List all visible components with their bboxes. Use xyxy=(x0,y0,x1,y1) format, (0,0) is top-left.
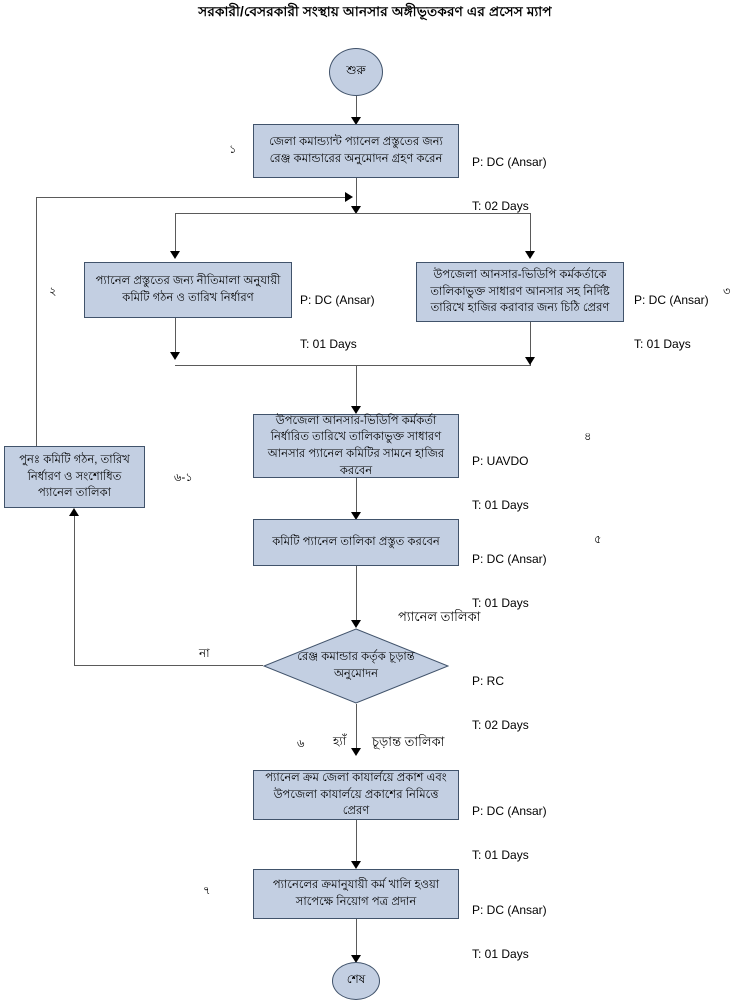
annotation-step3-performer: P: DC (Ansar) xyxy=(634,293,709,308)
annotation-step6: P: DC (Ansar) T: 01 Days xyxy=(472,775,547,892)
connector-no-path-horizontal xyxy=(74,665,263,666)
annotation-step2-time: T: 01 Days xyxy=(300,337,357,352)
note-final-list: চূড়ান্ত তালিকা xyxy=(372,734,445,749)
annotation-step1: P: DC (Ansar) T: 02 Days xyxy=(472,126,547,243)
annotation-decision-performer: P: RC xyxy=(472,674,505,689)
arrowhead-merge-left xyxy=(170,352,180,360)
connector-step1-down xyxy=(356,178,357,210)
node-decision-label: রেঞ্জ কমান্ডার কর্তৃক চূড়ান্ত অনুমোদন xyxy=(297,651,415,680)
node-end-label: শেষ xyxy=(346,972,366,986)
connector-no-path-riser xyxy=(74,516,75,666)
node-end[interactable]: শেষ xyxy=(332,962,380,1000)
node-start[interactable]: শুরু xyxy=(329,48,383,96)
node-decision[interactable]: রেঞ্জ কমান্ডার কর্তৃক চূড়ান্ত অনুমোদন xyxy=(263,628,449,704)
arrowhead-into-step3 xyxy=(525,251,535,259)
node-step1[interactable]: জেলা কমান্ড্যান্ট প্যানেল প্রস্তুতের জন্… xyxy=(253,124,459,178)
annotation-decision: P: RC T: 02 Days xyxy=(472,645,529,762)
node-step4[interactable]: উপজেলা আনসার-ভিডিপি কর্মকর্তা নির্ধারিত … xyxy=(253,414,459,478)
arrowhead-into-step4 xyxy=(351,406,361,414)
step-number-1: ১ xyxy=(229,144,237,156)
annotation-step1-performer: P: DC (Ansar) xyxy=(472,155,547,170)
annotation-step4-performer: P: UAVDO xyxy=(472,454,529,469)
connector-start-to-step1 xyxy=(356,96,357,121)
step-number-7: ৭ xyxy=(203,885,211,897)
node-step3[interactable]: উপজেলা আনসার-ভিডিপি কর্মকর্তাকে তালিকাভু… xyxy=(416,262,624,322)
diamond-shape xyxy=(263,628,449,704)
node-step5-label: কমিটি প্যানেল তালিকা প্রস্তুত করবেন xyxy=(272,536,440,549)
node-step7-label: প্যানেলের ক্রমানুযায়ী কর্ম খালি হওয়া স… xyxy=(272,879,440,908)
arrowhead-into-end xyxy=(351,955,361,963)
arrowhead-into-step6 xyxy=(351,748,361,756)
edge-label-yes: হ্যাঁ xyxy=(333,734,347,748)
arrowhead-into-step2 xyxy=(170,251,180,259)
arrowhead-into-decision xyxy=(351,620,361,628)
node-step6[interactable]: প্যানেল ক্রম জেলা কাযার্লয়ে প্রকাশ এবং … xyxy=(253,770,459,820)
annotation-step4-time: T: 01 Days xyxy=(472,498,529,513)
connector-bus-to-step2 xyxy=(175,213,176,255)
connector-step5-to-decision xyxy=(356,566,357,624)
annotation-decision-time: T: 02 Days xyxy=(472,718,529,733)
annotation-step5-time: T: 01 Days xyxy=(472,596,529,611)
annotation-step7: P: DC (Ansar) T: 01 Days xyxy=(472,874,547,991)
node-rework[interactable]: পুনঃ কমিটি গঠন, তারিখ নির্ধারণ ও সংশোধিত… xyxy=(4,446,145,508)
step-number-6: ৬ xyxy=(297,738,305,750)
node-step7[interactable]: প্যানেলের ক্রমানুযায়ী কর্ম খালি হওয়া স… xyxy=(253,869,459,919)
connector-rework-riser xyxy=(36,197,37,446)
arrowhead-rework-return xyxy=(345,192,353,202)
annotation-step2-performer: P: DC (Ansar) xyxy=(300,293,375,308)
node-step6-label: প্যানেল ক্রম জেলা কাযার্লয়ে প্রকাশ এবং … xyxy=(265,772,447,818)
arrowhead-split-bus xyxy=(351,206,361,214)
connector-decision-yes xyxy=(356,704,357,754)
node-step1-label: জেলা কমান্ড্যান্ট প্যানেল প্রস্তুতের জন্… xyxy=(269,136,443,165)
annotation-step3-time: T: 01 Days xyxy=(634,337,691,352)
step-number-5: ৫ xyxy=(594,534,602,546)
step-number-6-1: ৬-১ xyxy=(174,472,193,484)
arrowhead-merge-right xyxy=(525,357,535,365)
note-panel-list: প্যানেল তালিকা xyxy=(398,609,481,624)
annotation-step6-time: T: 01 Days xyxy=(472,848,529,863)
arrowhead-into-step5 xyxy=(351,512,361,520)
arrowhead-into-step7 xyxy=(351,861,361,869)
annotation-step5: P: DC (Ansar) T: 01 Days xyxy=(472,523,547,640)
page-title: সরকারী/বেসরকারী সংস্থায় আনসার অঙ্গীভূতক… xyxy=(198,4,552,19)
connector-merge-to-step4 xyxy=(356,365,357,410)
annotation-step6-performer: P: DC (Ansar) xyxy=(472,804,547,819)
connector-split-bus xyxy=(175,213,531,214)
arrowhead-into-rework xyxy=(69,508,79,516)
connector-step6-to-step7 xyxy=(356,820,357,865)
step-number-3: ৩ xyxy=(723,286,731,298)
connector-step3-down xyxy=(530,322,531,365)
annotation-step3: P: DC (Ansar) T: 01 Days xyxy=(634,264,709,381)
connector-rework-return-top xyxy=(36,197,349,198)
annotation-step1-time: T: 02 Days xyxy=(472,199,529,214)
annotation-step7-performer: P: DC (Ansar) xyxy=(472,903,547,918)
arrowhead-into-step1 xyxy=(351,117,361,125)
node-start-label: শুরু xyxy=(346,63,366,77)
annotation-step4: P: UAVDO T: 01 Days xyxy=(472,425,529,542)
step-number-4: ৪ xyxy=(584,431,592,443)
connector-step7-to-end xyxy=(356,919,357,959)
connector-step4-to-step5 xyxy=(356,478,357,516)
node-rework-label: পুনঃ কমিটি গঠন, তারিখ নির্ধারণ ও সংশোধিত… xyxy=(19,453,130,500)
connector-bus-to-step3 xyxy=(530,213,531,255)
node-step5[interactable]: কমিটি প্যানেল তালিকা প্রস্তুত করবেন xyxy=(253,519,459,566)
connector-step2-down xyxy=(175,318,176,358)
annotation-step2: P: DC (Ansar) T: 01 Days xyxy=(300,264,375,381)
annotation-step5-performer: P: DC (Ansar) xyxy=(472,552,547,567)
node-step2-label: প্যানেল প্রস্তুতের জন্য নীতিমালা অনুযায়… xyxy=(95,275,281,304)
annotation-step7-time: T: 01 Days xyxy=(472,947,529,962)
node-step4-label: উপজেলা আনসার-ভিডিপি কর্মকর্তা নির্ধারিত … xyxy=(267,414,445,477)
edge-label-no: না xyxy=(199,646,210,660)
step-number-2: ২ xyxy=(49,286,57,298)
node-step3-label: উপজেলা আনসার-ভিডিপি কর্মকর্তাকে তালিকাভু… xyxy=(430,268,610,315)
node-step2[interactable]: প্যানেল প্রস্তুতের জন্য নীতিমালা অনুযায়… xyxy=(84,262,292,318)
connector-merge-bus xyxy=(175,365,531,366)
